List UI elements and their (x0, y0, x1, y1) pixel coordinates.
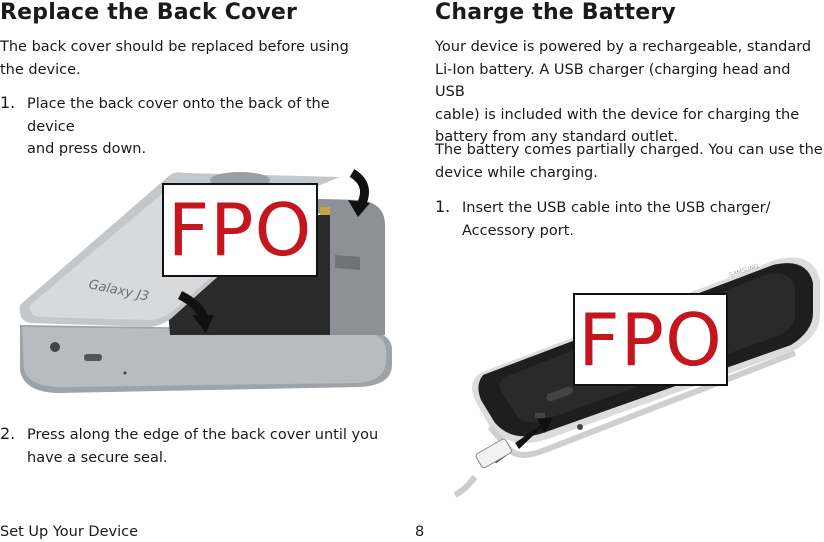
partial-charge-paragraph: The battery comes partially charged. You… (435, 142, 823, 181)
step-text: Press along the edge of the back cover u… (27, 427, 379, 466)
footer-page-number: 8 (415, 524, 425, 540)
fpo-placeholder: FPO (162, 183, 318, 277)
charging-figure: SAMSUNG FPO (435, 255, 824, 500)
section-title-replace-back-cover: Replace the Back Cover (0, 0, 298, 25)
step-2-replace: 2. Press along the edge of the back cove… (0, 424, 380, 469)
step-number: 1. (0, 93, 16, 112)
back-cover-figure: Galaxy J3 FPO (0, 155, 400, 405)
step-text: Place the back cover onto the back of th… (27, 96, 330, 157)
step-1-charge: 1. Insert the USB cable into the USB cha… (435, 197, 824, 242)
step-number: 2. (0, 424, 16, 443)
footer-section-name: Set Up Your Device (0, 524, 138, 540)
step-1-replace: 1. Place the back cover onto the back of… (0, 93, 380, 161)
battery-paragraph: Your device is powered by a rechargeable… (435, 39, 812, 145)
step-number: 1. (435, 197, 451, 216)
step-text: Insert the USB cable into the USB charge… (462, 200, 771, 239)
fpo-placeholder: FPO (573, 293, 728, 386)
section-title-charge-battery: Charge the Battery (435, 0, 676, 25)
intro-paragraph: The back cover should be replaced before… (0, 39, 349, 78)
